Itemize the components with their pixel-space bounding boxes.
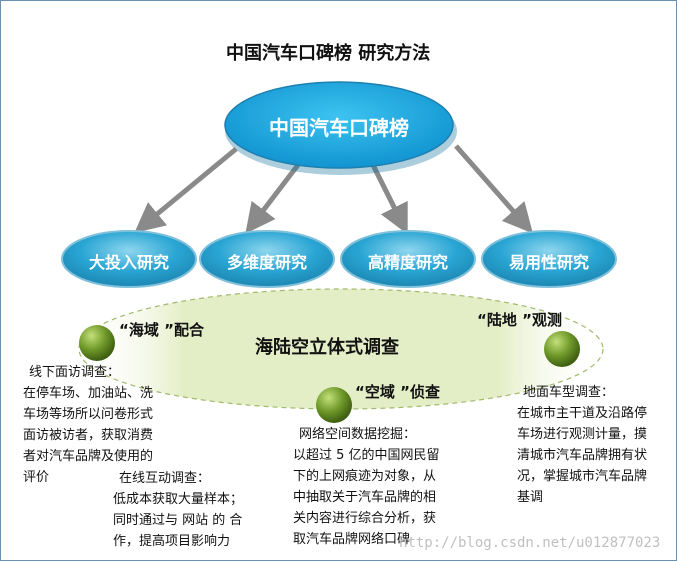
air-desc: 网络空间数据挖掘： 以超过 5 亿的中国网民留 下的上网痕迹为对象，从 中抽取关…: [293, 424, 473, 550]
band-label: 海陆空立体式调查: [255, 337, 399, 358]
sea-desc-offline: 线下面访调查： 在停车场、加油站、洗 车场等场所以问卷形式 面访被访者，获取消费…: [23, 362, 183, 488]
sea-dot: [79, 325, 115, 361]
child-node-4-label: 易用性研究: [508, 253, 589, 272]
child-node-3: [340, 230, 476, 288]
child-node-1-label: 大投入研究: [88, 253, 169, 272]
child-node-2-label: 多维度研究: [226, 253, 307, 272]
sea-desc-online-line-3: 作，提高项目影响力: [113, 534, 231, 549]
sea-desc-online-line-1: 低成本获取大量样本；: [113, 492, 244, 507]
land-desc-title: 地面车型调查：: [523, 385, 615, 400]
watermark: http://blog.csdn.net/u012877023: [399, 535, 661, 551]
sea-desc-offline-line-3: 面访被访者，获取消费: [23, 428, 154, 443]
survey-band: [78, 288, 604, 410]
arrow-to-node-3: [368, 159, 408, 235]
land-desc-line-5: 基调: [517, 490, 544, 505]
land-tag: “陆地 ”观测: [477, 311, 562, 329]
land-desc-line-2: 车场进行观测计量，摸: [517, 427, 648, 442]
land-desc: 地面车型调查： 在城市主干道及沿路停 车场进行观测计量，摸 清城市汽车品牌拥有状…: [517, 382, 677, 508]
land-desc-line-4: 况，掌握城市汽车品牌: [517, 469, 648, 484]
sea-desc-online: 在线互动调查： 低成本获取大量样本； 同时通过与 网站 的 合 作，提高项目影响…: [113, 468, 283, 552]
child-node-4: [481, 230, 617, 288]
land-desc-line-3: 清城市汽车品牌拥有状: [517, 448, 648, 463]
sea-desc-offline-line-5: 评价: [23, 470, 50, 485]
center-node-label: 中国汽车口碑榜: [269, 116, 409, 140]
center-node: [224, 81, 454, 169]
page-title: 中国汽车口碑榜 研究方法: [226, 43, 431, 64]
sea-desc-online-title: 在线互动调查：: [119, 471, 211, 486]
arrow-to-node-4: [454, 144, 533, 234]
air-desc-line-1: 以超过 5 亿的中国网民留: [293, 448, 440, 463]
land-dot: [544, 331, 580, 367]
sea-desc-offline-line-1: 在停车场、加油站、洗: [23, 386, 154, 401]
sea-tag: “海域 ”配合: [119, 321, 204, 339]
land-desc-line-1: 在城市主干道及沿路停: [517, 406, 648, 421]
air-desc-line-4: 关内容进行综合分析，获: [293, 511, 437, 526]
child-node-1: [61, 230, 197, 288]
child-node-3-label: 高精度研究: [367, 253, 448, 272]
sea-desc-online-line-2: 同时通过与 网站 的 合: [113, 513, 243, 528]
child-node-2: [199, 230, 335, 288]
sea-desc-offline-title: 线下面访调查：: [29, 365, 121, 380]
air-dot: [316, 387, 352, 423]
arrow-to-node-1: [134, 147, 238, 233]
air-tag: “空域 ”侦查: [355, 383, 440, 401]
sea-desc-offline-line-4: 者对汽车品牌及使用的: [23, 449, 154, 464]
air-desc-title: 网络空间数据挖掘：: [299, 427, 417, 442]
arrow-to-node-2: [245, 159, 303, 234]
air-desc-line-3: 中抽取关于汽车品牌的相: [293, 490, 437, 505]
air-desc-line-5: 取汽车品牌网络口碑: [293, 532, 411, 547]
air-desc-line-2: 下的上网痕迹为对象，从: [293, 469, 437, 484]
sea-desc-offline-line-2: 车场等场所以问卷形式: [23, 407, 154, 422]
